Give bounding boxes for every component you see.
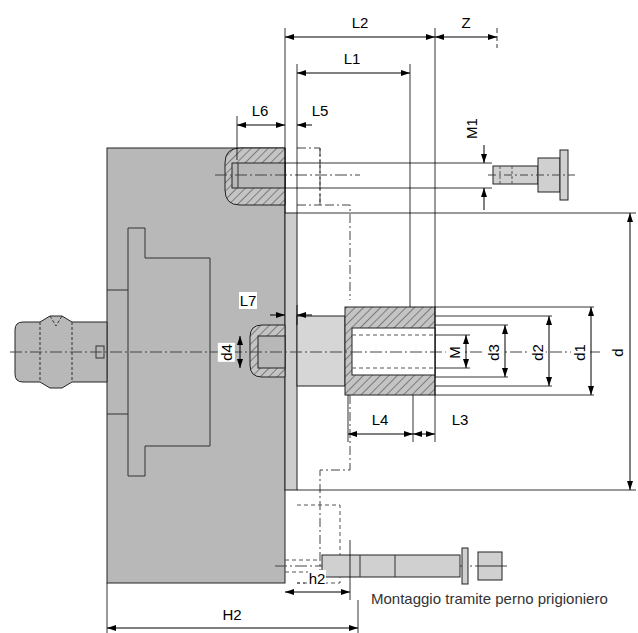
- dimension-label: d2: [529, 343, 546, 362]
- dimension-label: H2: [221, 606, 242, 623]
- dimension-label: d4: [218, 343, 235, 362]
- dimension-label: L3: [451, 411, 470, 428]
- dimension-label: L1: [343, 50, 362, 67]
- dimension-label: d: [609, 347, 626, 357]
- dimension-label: L5: [311, 102, 330, 119]
- dimension-label: L4: [371, 411, 390, 428]
- dimension-label: L2: [351, 14, 370, 31]
- dimension-label: d1: [571, 343, 588, 362]
- dimension-label: L6: [251, 102, 270, 119]
- dimension-label: d3: [485, 343, 502, 362]
- dimension-label: M1: [463, 117, 480, 140]
- dimension-label: h2: [308, 570, 327, 587]
- mounting-note: Montaggio tramite perno prigioniero: [370, 588, 622, 609]
- dimension-label: M: [446, 345, 463, 360]
- dimension-label: L7: [239, 292, 258, 309]
- dimension-label: Z: [460, 14, 471, 31]
